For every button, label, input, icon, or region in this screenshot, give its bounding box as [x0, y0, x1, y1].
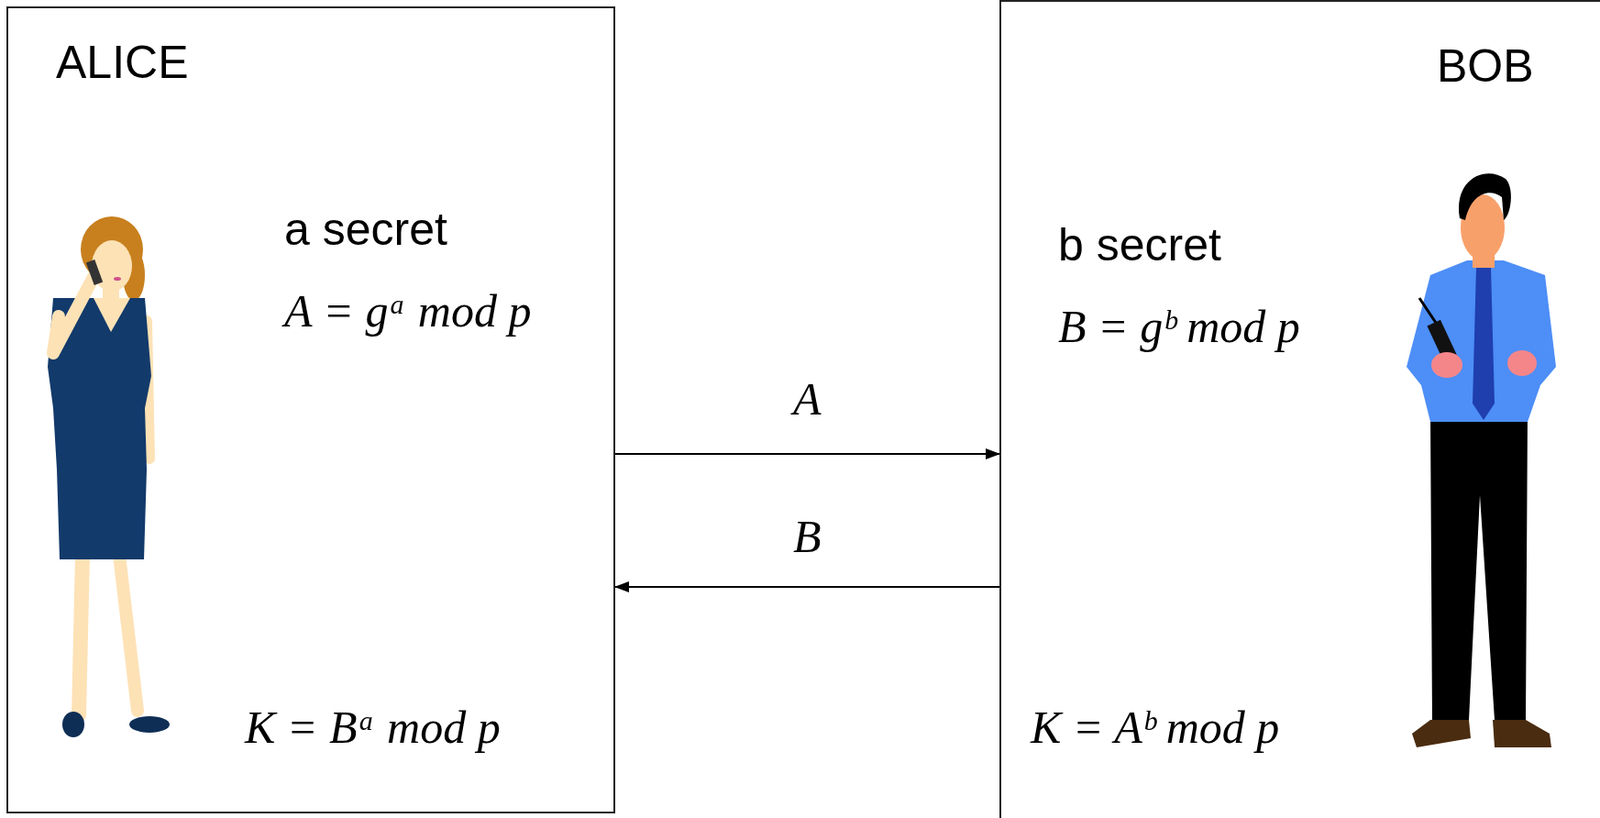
shirt — [1406, 260, 1556, 422]
lips — [113, 276, 122, 281]
formula: K = Aᵇ mod p — [1030, 704, 1280, 751]
bob-figure — [1406, 173, 1556, 748]
shoe — [129, 716, 170, 733]
leg — [119, 554, 138, 711]
face — [91, 240, 133, 292]
neckline — [93, 297, 131, 332]
formula: A = gᵃ mod p — [284, 287, 531, 334]
message-arrow — [615, 452, 1000, 455]
hair — [1458, 173, 1512, 221]
party-box: ALICE a secret A = gᵃ mod p K = Bᵃ mod p — [6, 6, 616, 814]
phone — [86, 259, 103, 286]
arm — [53, 276, 94, 354]
party-name: ALICE — [55, 39, 189, 86]
hand — [1431, 352, 1463, 378]
shoe — [1492, 719, 1552, 748]
formula: K = Bᵃ mod p — [244, 704, 501, 751]
trousers — [1430, 412, 1528, 720]
secret-note: b secret — [1058, 221, 1222, 268]
message-label: A — [793, 375, 822, 422]
party-box: BOB b secret B = gᵇ mod p K = Aᵇ mod p — [999, 0, 1600, 818]
shoe — [62, 711, 85, 738]
message-label: B — [793, 513, 822, 560]
tie — [1472, 267, 1495, 420]
message-arrow — [615, 585, 1000, 588]
secret-note: a secret — [284, 206, 448, 253]
leg — [78, 554, 83, 716]
alice-figure — [47, 216, 170, 738]
formula: B = gᵇ mod p — [1058, 303, 1301, 350]
hand — [1507, 350, 1537, 376]
shoe — [1412, 719, 1471, 748]
antenna — [1419, 297, 1436, 323]
party-name: BOB — [1436, 43, 1534, 89]
